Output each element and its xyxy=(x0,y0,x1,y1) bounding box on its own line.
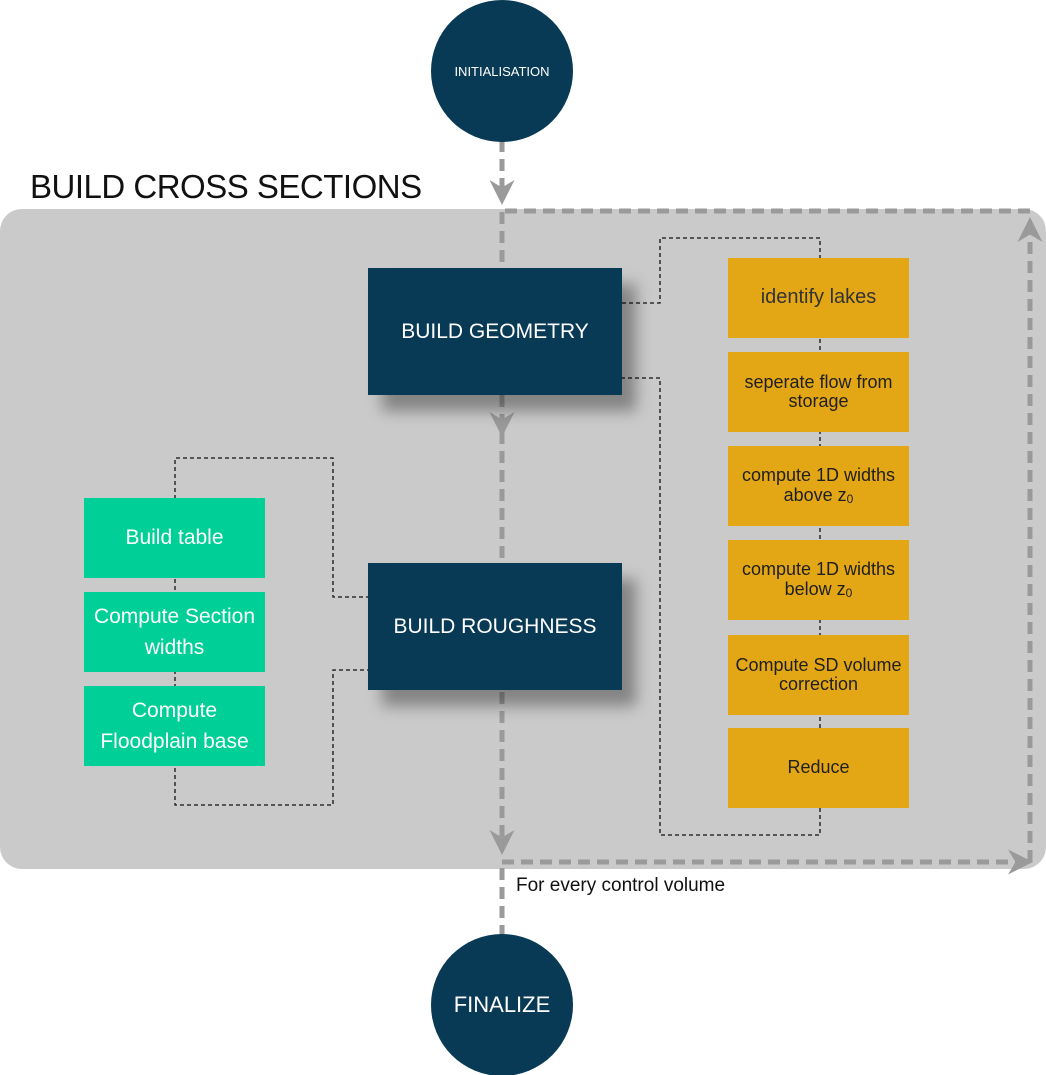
step-compute-section-widths: Compute Section widths xyxy=(84,592,265,672)
section-title: BUILD CROSS SECTIONS xyxy=(30,168,422,205)
step-label-text: compute 1D widths above z xyxy=(741,465,896,505)
step-separate-flow-storage: seperate flow from storage xyxy=(728,352,909,432)
step-identify-lakes: identify lakes xyxy=(728,258,909,338)
finalize-node: FINALIZE xyxy=(431,934,573,1075)
step-reduce: Reduce xyxy=(728,728,909,808)
step-label-subscript: 0 xyxy=(845,585,853,600)
step-label: Compute Floodplain base xyxy=(100,698,249,754)
step-label: compute 1D widths above z0 xyxy=(734,465,903,506)
step-build-table: Build table xyxy=(84,498,265,578)
step-sd-volume-correction: Compute SD volume correction xyxy=(728,635,909,715)
step-compute-widths-above: compute 1D widths above z0 xyxy=(728,446,909,526)
step-compute-widths-below: compute 1D widths below z0 xyxy=(728,540,909,620)
step-label: Compute SD volume correction xyxy=(735,654,902,694)
step-label: seperate flow from storage xyxy=(744,371,893,411)
step-label: Reduce xyxy=(787,757,850,778)
step-label-subscript: 0 xyxy=(846,491,854,506)
geometry-bracket xyxy=(622,237,821,836)
step-compute-floodplain-base: Compute Floodplain base xyxy=(84,686,265,766)
build-geometry-node: BUILD GEOMETRY xyxy=(368,268,622,395)
step-label: compute 1D widths below z0 xyxy=(734,559,903,600)
build-roughness-node: BUILD ROUGHNESS xyxy=(368,563,622,690)
step-label: Build table xyxy=(125,526,224,550)
step-label: Compute Section widths xyxy=(93,604,256,660)
step-label: identify lakes xyxy=(760,286,877,309)
loop-label: For every control volume xyxy=(516,875,726,896)
step-label-text: compute 1D widths below z xyxy=(741,559,896,599)
initialisation-node: INITIALISATION xyxy=(431,0,573,142)
